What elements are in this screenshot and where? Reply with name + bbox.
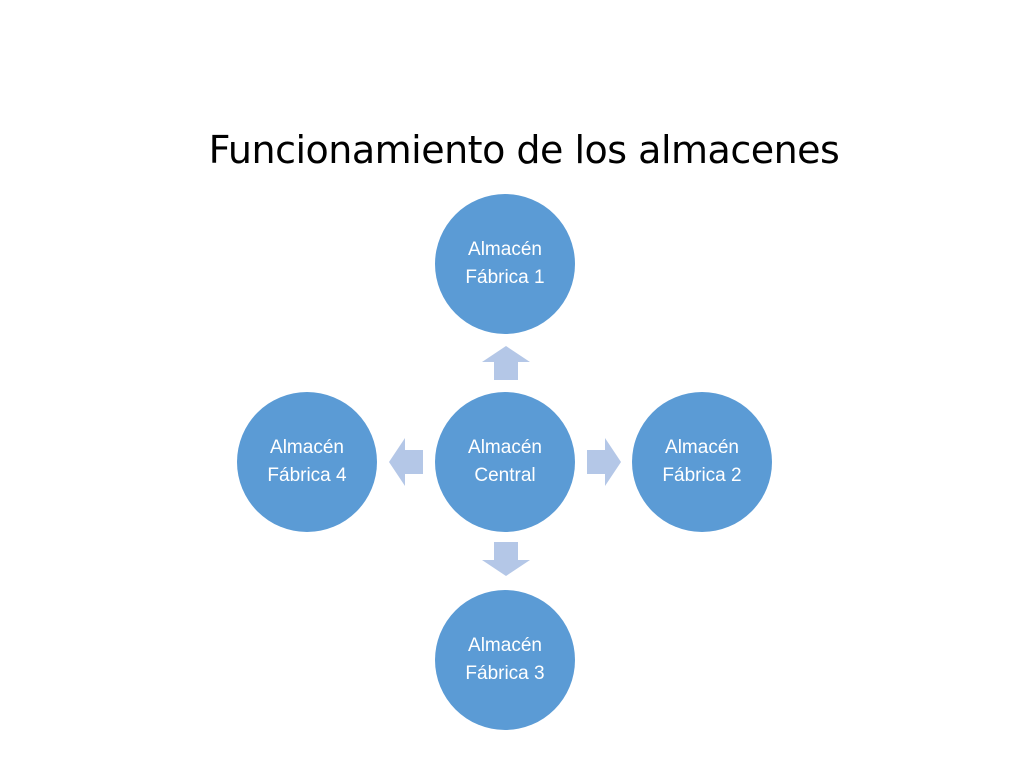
node-almacen-central: Almacén Central [435,392,575,532]
arrow-right-icon [587,438,621,486]
slide-title: Funcionamiento de los almacenes [208,128,840,172]
arrow-down-icon [482,542,530,576]
node-almacen-fabrica-3: Almacén Fábrica 3 [435,590,575,730]
node-almacen-fabrica-2: Almacén Fábrica 2 [632,392,772,532]
node-label-fabrica-4: Almacén Fábrica 4 [267,437,347,486]
node-label-central: Almacén Central [468,437,542,486]
node-label-fabrica-3: Almacén Fábrica 3 [465,635,545,684]
node-label-fabrica-1: Almacén Fábrica 1 [465,239,545,288]
arrow-left-icon [389,438,423,486]
node-almacen-fabrica-1: Almacén Fábrica 1 [435,194,575,334]
arrow-up-icon [482,346,530,380]
node-label-fabrica-2: Almacén Fábrica 2 [662,437,742,486]
node-almacen-fabrica-4: Almacén Fábrica 4 [237,392,377,532]
